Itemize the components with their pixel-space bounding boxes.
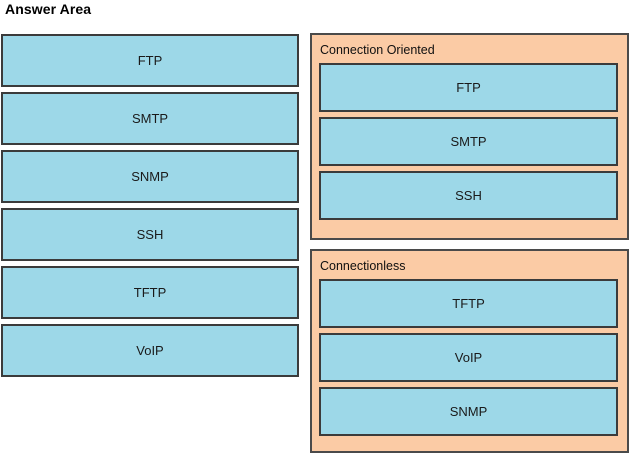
drop-zone-connection-oriented[interactable]: Connection Oriented FTP SMTP SSH bbox=[310, 33, 629, 240]
source-tile-label: TFTP bbox=[133, 285, 167, 300]
dropped-tile-label: SNMP bbox=[449, 403, 488, 419]
dropped-tile[interactable]: SSH bbox=[319, 170, 618, 220]
drop-zone-title: Connection Oriented bbox=[320, 43, 435, 57]
source-tile-label: SMTP bbox=[131, 111, 169, 126]
dropped-tile-label: SSH bbox=[455, 187, 482, 203]
source-tile[interactable]: SMTP bbox=[1, 92, 299, 145]
drop-zone-slots: TFTP VoIP SNMP bbox=[319, 278, 621, 436]
dropped-tile-label: FTP bbox=[456, 79, 481, 95]
dropped-tile[interactable]: SNMP bbox=[319, 386, 618, 436]
source-tile[interactable]: VoIP bbox=[1, 324, 299, 377]
drop-zone-slots: FTP SMTP SSH bbox=[319, 62, 621, 220]
source-tile[interactable]: FTP bbox=[1, 34, 299, 87]
source-tile-label: SSH bbox=[136, 227, 164, 242]
dropped-tile[interactable]: FTP bbox=[319, 62, 618, 112]
drop-zone-connectionless[interactable]: Connectionless TFTP VoIP SNMP bbox=[310, 249, 629, 453]
dropped-tile-label: SMTP bbox=[450, 133, 487, 149]
dropped-tile-label: VoIP bbox=[454, 349, 483, 365]
protocol-source-list: FTP SMTP SNMP SSH TFTP VoIP bbox=[1, 34, 299, 377]
source-tile-label: VoIP bbox=[136, 343, 164, 358]
dropped-tile[interactable]: VoIP bbox=[319, 332, 618, 382]
dropped-tile[interactable]: SMTP bbox=[319, 116, 618, 166]
dropped-tile[interactable]: TFTP bbox=[319, 278, 618, 328]
drop-zone-title: Connectionless bbox=[320, 259, 406, 273]
source-tile[interactable]: TFTP bbox=[1, 266, 299, 319]
source-tile-label: SNMP bbox=[131, 169, 169, 184]
source-tile[interactable]: SSH bbox=[1, 208, 299, 261]
source-tile[interactable]: SNMP bbox=[1, 150, 299, 203]
dropped-tile-label: TFTP bbox=[452, 295, 485, 311]
source-tile-label: FTP bbox=[137, 53, 163, 68]
page-title: Answer Area bbox=[5, 1, 92, 17]
